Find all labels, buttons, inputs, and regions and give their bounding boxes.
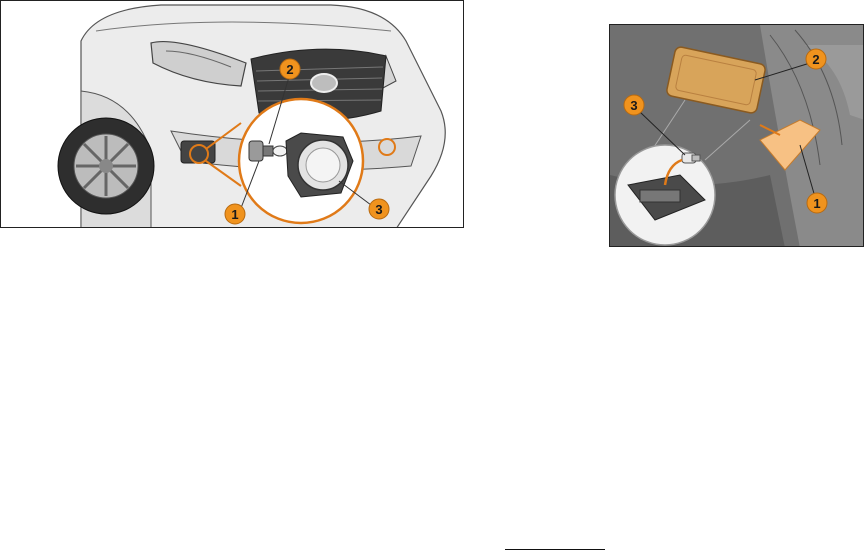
callout-1: 1 [225,204,245,224]
svg-text:2: 2 [812,52,819,67]
fog-lamp-figure: 2 1 3 [0,0,464,228]
svg-text:2: 2 [286,62,293,77]
footnote-rule [505,549,605,550]
brand-logo [311,74,337,92]
fog-lamp-housing [286,133,353,197]
callout-3: 3 [624,95,644,115]
callout-1: 1 [807,193,827,213]
svg-text:3: 3 [375,202,382,217]
callout-3: 3 [369,199,389,219]
callout-2: 2 [806,49,826,69]
svg-text:3: 3 [630,98,637,113]
svg-text:1: 1 [813,196,820,211]
svg-text:1: 1 [231,207,238,222]
courtesy-lamp-illustration: 3 2 1 [610,25,864,247]
callout-2: 2 [280,59,300,79]
fog-lamp-illustration: 2 1 3 [1,1,464,228]
courtesy-lamp-figure: 3 2 1 [609,24,864,247]
